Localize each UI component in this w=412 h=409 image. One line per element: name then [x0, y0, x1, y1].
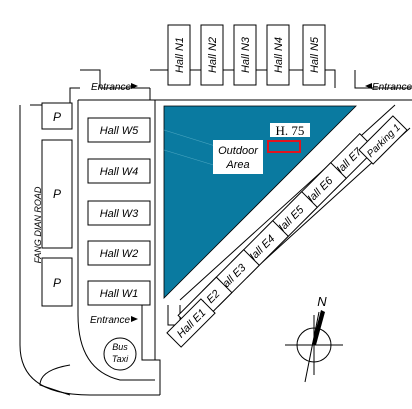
hall-w2: Hall W2	[87, 240, 151, 266]
parking-p1-label: P	[53, 110, 61, 124]
booth-marker	[267, 140, 301, 153]
hall-n4-label: Hall N4	[273, 37, 285, 73]
hall-w3: Hall W3	[87, 200, 151, 226]
hall-n5: Hall N5	[302, 24, 326, 86]
outdoor-area-label-1: Outdoor	[218, 145, 259, 157]
outdoor-area-label-2: Area	[225, 159, 249, 171]
hall-w1-label: Hall W1	[100, 288, 139, 300]
taxi-label: Taxi	[112, 354, 129, 364]
entrance-top-right-arrow-icon	[365, 83, 372, 89]
hall-w5-label: Hall W5	[100, 125, 139, 137]
hall-n5-label: Hall N5	[309, 36, 321, 73]
bus-taxi-stop: Bus Taxi	[103, 337, 137, 371]
outdoor-area-label-bg	[213, 140, 263, 174]
hall-w4: Hall W4	[87, 158, 151, 184]
north-halls: Hall N1 Hall N2 Hall N3 Hall N4 Hall N5	[167, 24, 326, 86]
entrance-bottom-label: Entrance	[90, 315, 130, 326]
bus-label: Bus	[112, 342, 128, 352]
parking-p3-label: P	[53, 276, 61, 290]
entrance-top-right: Entrance	[365, 82, 412, 93]
entrance-bottom: Entrance	[90, 315, 138, 326]
hall-n1: Hall N1	[167, 24, 191, 86]
hall-w4-label: Hall W4	[100, 166, 139, 178]
entrance-bottom-arrow-icon	[131, 316, 138, 322]
hall-w1: Hall W1	[87, 280, 151, 306]
road-name: FANG DIAN ROAD	[33, 186, 43, 263]
hall-w2-label: Hall W2	[100, 248, 139, 260]
entrance-top-left: Entrance	[91, 82, 138, 93]
entrance-top-right-label: Entrance	[372, 82, 412, 93]
hall-n3-label: Hall N3	[240, 36, 252, 73]
hall-n4: Hall N4	[266, 24, 290, 86]
parking-p3: P	[41, 257, 73, 307]
entrance-top-left-arrow-icon	[131, 83, 138, 89]
entrance-top-left-label: Entrance	[91, 82, 131, 93]
parking-p1: P	[41, 102, 73, 130]
hall-n3: Hall N3	[233, 24, 257, 86]
west-halls: Hall W5 Hall W4 Hall W3 Hall W2 Hall W1	[87, 117, 151, 306]
compass-icon: N	[285, 294, 343, 383]
hall-w3-label: Hall W3	[100, 208, 139, 220]
booth-label: H. 75	[276, 123, 305, 138]
parking-p2: P	[41, 139, 73, 249]
parking-p2-label: P	[53, 187, 61, 201]
hall-w5: Hall W5	[87, 117, 151, 143]
parking-lots: P P P	[41, 102, 73, 307]
hall-n2: Hall N2	[200, 24, 224, 86]
hall-n1-label: Hall N1	[174, 37, 186, 73]
hall-n2-label: Hall N2	[207, 37, 219, 73]
booth-label-bg	[270, 123, 310, 137]
compass-north-label: N	[317, 294, 327, 309]
outdoor-area	[163, 105, 357, 299]
